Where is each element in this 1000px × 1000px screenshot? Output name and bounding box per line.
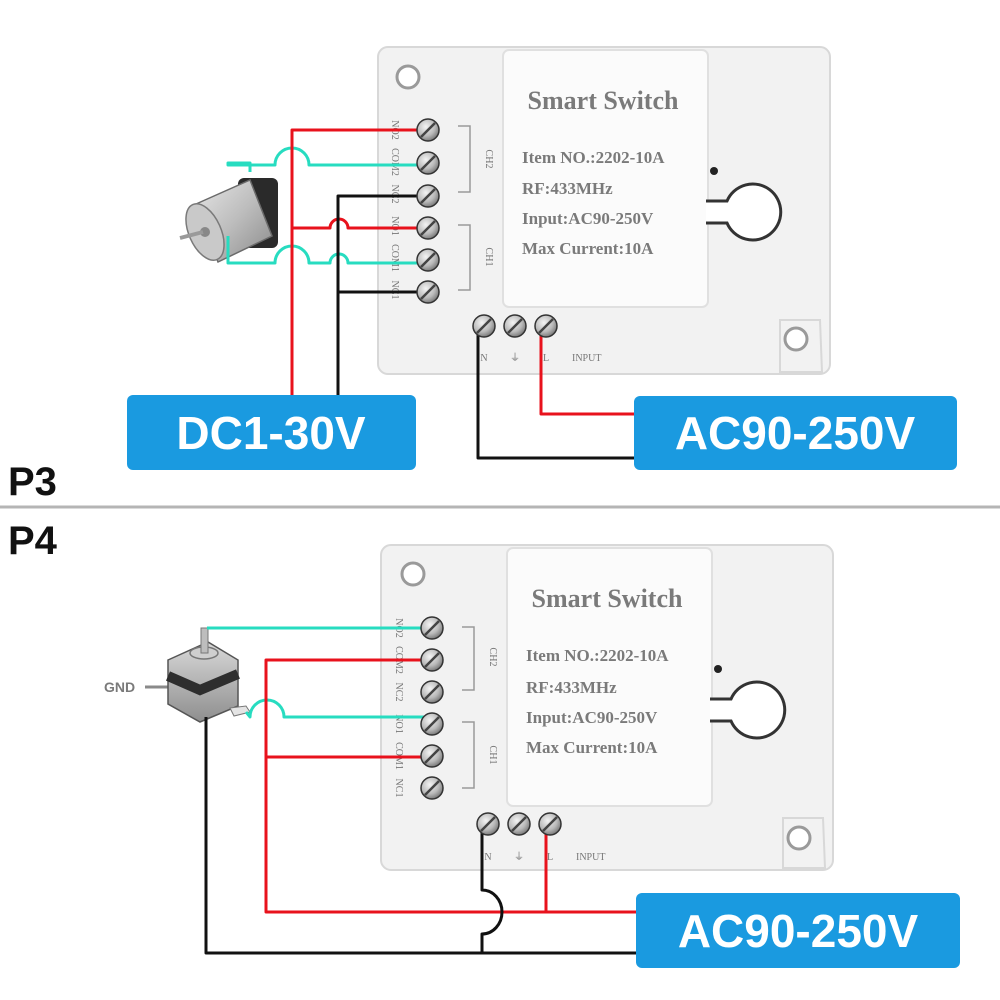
terminal-no1[interactable]: [420, 712, 444, 736]
terminal-l[interactable]: [538, 812, 562, 836]
module-spec-current: Max Current:10A: [522, 239, 654, 258]
terminal-label-no1: NO1: [393, 714, 404, 733]
input-label-n: N: [484, 852, 491, 863]
wire-teal-com1: [226, 236, 428, 265]
terminal-com1[interactable]: [416, 248, 440, 272]
terminal-label-nc1: NC1: [389, 281, 400, 300]
module-title: Smart Switch: [528, 86, 679, 115]
badge-ac-voltage: AC90-250V: [634, 396, 957, 470]
gnd-label: GND: [104, 679, 135, 695]
led-indicator: [714, 665, 722, 673]
terminal-label-com2: COM2: [389, 148, 400, 176]
badge-ac-text: AC90-250V: [678, 905, 919, 957]
input-label-ground: ⏚: [514, 851, 524, 863]
terminal-label-no1: NO1: [389, 216, 400, 235]
badge-dc-voltage: DC1-30V: [127, 395, 416, 470]
terminal-ground[interactable]: [507, 812, 531, 836]
module-title: Smart Switch: [532, 584, 683, 613]
ch2-bracket: [458, 125, 471, 193]
dc-motor-icon: [179, 178, 278, 264]
module-spec-current: Max Current:10A: [526, 738, 658, 757]
terminal-label-nc1: NC1: [393, 779, 404, 798]
module-cover: [506, 547, 713, 807]
panel-p4: P4 Smart Switch Item NO.:2202-10A RF:433…: [8, 519, 960, 968]
button-outline: [706, 182, 783, 242]
smart-switch-module: Smart Switch Item NO.:2202-10A RF:433MHz…: [377, 46, 831, 375]
terminal-label-nc2: NC2: [389, 185, 400, 204]
module-spec-input: Input:AC90-250V: [522, 209, 654, 228]
input-label-l: L: [547, 852, 553, 863]
ch1-bracket: [458, 224, 471, 291]
input-label: INPUT: [576, 852, 605, 863]
terminal-com2[interactable]: [420, 648, 444, 672]
terminal-label-nc2: NC2: [393, 683, 404, 702]
wire-red-no2: [290, 128, 428, 395]
ch2-label: CH2: [483, 150, 494, 169]
ch1-bracket: [462, 721, 475, 789]
module-spec-input: Input:AC90-250V: [526, 708, 658, 727]
wire-teal-com2: [226, 146, 428, 172]
module-cover: [502, 49, 709, 308]
mount-hole: [783, 326, 809, 352]
module-spec-item: Item NO.:2202-10A: [526, 646, 669, 665]
smart-switch-module: Smart Switch Item NO.:2202-10A RF:433MHz…: [380, 544, 834, 871]
terminal-no2[interactable]: [420, 616, 444, 640]
terminal-n[interactable]: [472, 314, 496, 338]
badge-dc-text: DC1-30V: [176, 407, 366, 459]
terminal-n[interactable]: [476, 812, 500, 836]
learn-button[interactable]: [706, 167, 783, 242]
ch2-label: CH2: [487, 648, 498, 667]
terminal-no1[interactable]: [416, 216, 440, 240]
terminal-ground[interactable]: [503, 314, 527, 338]
terminal-screws: [420, 616, 562, 836]
terminal-nc2[interactable]: [416, 184, 440, 208]
panel-label-p4: P4: [8, 519, 58, 563]
wire-black-motor: [204, 717, 636, 955]
terminal-nc1[interactable]: [420, 776, 444, 800]
button-outline: [710, 680, 787, 740]
mount-hole: [786, 825, 812, 851]
mount-hole: [400, 561, 426, 587]
terminal-l[interactable]: [534, 314, 558, 338]
terminal-nc2[interactable]: [420, 680, 444, 704]
terminal-screws: [416, 118, 558, 338]
panel-label-p3: P3: [8, 460, 57, 504]
input-label-ground: ⏚: [510, 352, 520, 364]
terminal-nc1[interactable]: [416, 280, 440, 304]
motor-bearing: [200, 227, 210, 237]
badge-ac-voltage: AC90-250V: [636, 893, 960, 968]
motor-shaft: [179, 230, 204, 240]
input-label-n: N: [480, 353, 487, 364]
ch2-bracket: [462, 626, 475, 691]
stepper-shaft: [200, 627, 209, 654]
wire-black-nc2: [336, 194, 428, 395]
module-spec-item: Item NO.:2202-10A: [522, 148, 665, 167]
stepper-motor-icon: [145, 627, 251, 723]
panel-p3: Smart Switch Item NO.:2202-10A RF:433MHz…: [8, 46, 957, 504]
ch1-label: CH1: [483, 248, 494, 267]
wires-p3: [226, 128, 636, 460]
input-label-l: L: [543, 353, 549, 364]
module-spec-rf: RF:433MHz: [526, 678, 617, 697]
terminal-label-com1: COM1: [389, 244, 400, 272]
terminal-com1[interactable]: [420, 744, 444, 768]
stepper-black-band: [165, 669, 240, 696]
learn-button[interactable]: [710, 665, 787, 740]
terminal-com2[interactable]: [416, 151, 440, 175]
badge-ac-text: AC90-250V: [675, 407, 916, 459]
wire-black-ac-n: [480, 822, 504, 953]
wire-red-com2: [264, 658, 636, 914]
mount-hole: [395, 64, 421, 90]
led-indicator: [710, 167, 718, 175]
module-spec-rf: RF:433MHz: [522, 179, 613, 198]
input-label: INPUT: [572, 353, 601, 364]
ch1-label: CH1: [487, 746, 498, 765]
terminal-no2[interactable]: [416, 118, 440, 142]
